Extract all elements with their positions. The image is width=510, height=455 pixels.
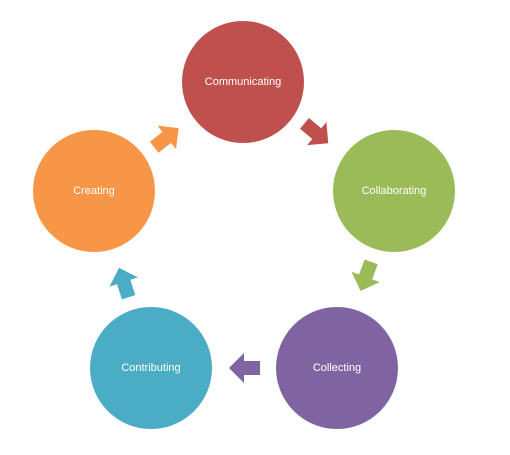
node-contributing: Contributing (90, 307, 212, 429)
node-creating-circle (33, 130, 155, 252)
node-collecting-circle (276, 307, 398, 429)
arrow-creating-to-communicating (149, 125, 179, 153)
node-collecting: Collecting (276, 307, 398, 429)
arrow-communicating-to-collaborating (300, 117, 329, 146)
node-contributing-circle (90, 307, 212, 429)
node-creating: Creating (33, 130, 155, 252)
node-contributing-label: Contributing (121, 362, 180, 374)
node-communicating-label: Communicating (205, 76, 281, 88)
node-communicating-circle (182, 21, 304, 143)
arrow-collecting-to-contributing (229, 353, 260, 383)
node-collaborating-circle (333, 130, 455, 252)
node-collaborating: Collaborating (333, 130, 455, 252)
node-communicating: Communicating (182, 21, 304, 143)
node-creating-label: Creating (73, 185, 115, 197)
arrow-contributing-to-creating (109, 267, 138, 300)
node-collaborating-label: Collaborating (362, 185, 427, 197)
node-collecting-label: Collecting (313, 362, 361, 374)
arrow-collaborating-to-collecting (351, 259, 380, 292)
